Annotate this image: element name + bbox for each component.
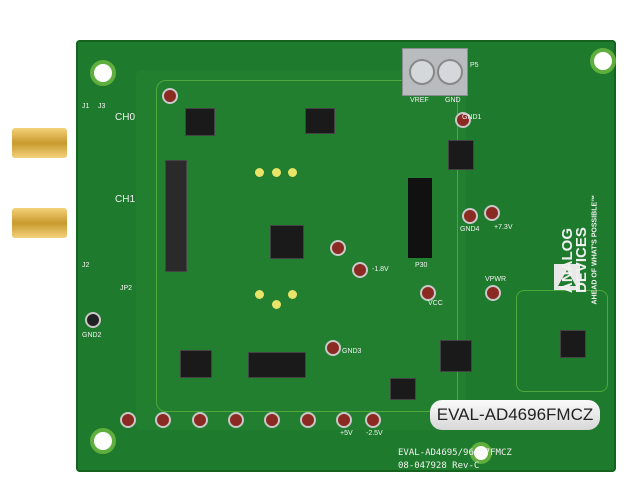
mounting-hole <box>470 442 492 464</box>
test-point[interactable] <box>484 205 500 221</box>
ic-chip <box>448 140 474 170</box>
gnd4-label: GND4 <box>460 226 480 233</box>
brand-line2: DEVICES <box>573 227 590 293</box>
gnd1-label: GND1 <box>462 114 482 121</box>
ic-chip <box>180 350 212 378</box>
test-point[interactable] <box>264 412 280 428</box>
p5-label: P5 <box>470 62 479 69</box>
mounting-hole <box>590 48 616 74</box>
screw-icon <box>409 59 435 85</box>
test-point[interactable] <box>330 240 346 256</box>
test-point[interactable] <box>365 412 381 428</box>
mounting-hole <box>90 60 116 86</box>
triangle-logo-icon <box>554 264 580 290</box>
test-point[interactable] <box>325 340 341 356</box>
mounting-hole <box>90 428 116 454</box>
sma-connector-ch1[interactable] <box>12 208 67 238</box>
via <box>272 300 281 309</box>
ch1-label: CH1 <box>115 194 136 205</box>
test-point[interactable] <box>420 285 436 301</box>
gnd3-label: GND3 <box>342 348 362 355</box>
test-point[interactable] <box>352 262 368 278</box>
terminal-block[interactable] <box>402 48 468 96</box>
product-label: EVAL-AD4696FMCZ <box>430 400 600 430</box>
sma-connector-ch0[interactable] <box>12 128 67 158</box>
via <box>272 168 281 177</box>
jp2-label: JP2 <box>120 285 133 292</box>
j2-label: J2 <box>82 262 90 269</box>
ic-chip <box>390 378 416 400</box>
ic-chip <box>560 330 586 358</box>
p30-label: P30 <box>415 262 428 269</box>
via <box>288 290 297 299</box>
ic-chip <box>185 108 215 136</box>
v5-label: +5V <box>340 430 353 437</box>
brand-name: ANALOG DEVICES <box>559 167 590 293</box>
j3-label: J3 <box>98 103 106 110</box>
test-point[interactable] <box>455 112 471 128</box>
screw-icon <box>437 59 463 85</box>
via <box>288 168 297 177</box>
ch0-label: CH0 <box>115 112 136 123</box>
via <box>255 168 264 177</box>
j1-label: J1 <box>82 103 90 110</box>
brand-tagline: AHEAD OF WHAT'S POSSIBLE™ <box>591 194 599 305</box>
ic-array <box>165 160 187 272</box>
test-point[interactable] <box>228 412 244 428</box>
vpwr-label: VPWR <box>485 276 506 283</box>
vref-label: VREF <box>410 97 429 104</box>
test-point[interactable] <box>85 312 101 328</box>
test-point[interactable] <box>155 412 171 428</box>
silkscreen-part: 08-047928 Rev-C <box>398 461 480 471</box>
adc-chip <box>270 225 304 259</box>
trace-outline <box>516 290 608 392</box>
analog-devices-logo: ANALOG DEVICES AHEAD OF WHAT'S POSSIBLE™ <box>552 178 599 305</box>
gnd-label: GND <box>445 97 461 104</box>
test-point[interactable] <box>192 412 208 428</box>
vcc-label: VCC <box>428 300 443 307</box>
v73-label: +7.3V <box>494 224 513 231</box>
ic-chip <box>248 352 306 378</box>
test-point[interactable] <box>120 412 136 428</box>
silkscreen-model: EVAL-AD4695/96/97FMCZ <box>398 448 512 458</box>
ic-chip <box>305 108 335 134</box>
test-point[interactable] <box>162 88 178 104</box>
pin-header[interactable] <box>408 178 432 258</box>
test-point[interactable] <box>485 285 501 301</box>
v25-label: -2.5V <box>366 430 383 437</box>
gnd2-label: GND2 <box>82 332 102 339</box>
trace-outline <box>156 80 458 412</box>
test-point[interactable] <box>336 412 352 428</box>
ic-chip <box>440 340 472 372</box>
v18-label: -1.8V <box>372 266 389 273</box>
test-point[interactable] <box>462 208 478 224</box>
via <box>255 290 264 299</box>
test-point[interactable] <box>300 412 316 428</box>
